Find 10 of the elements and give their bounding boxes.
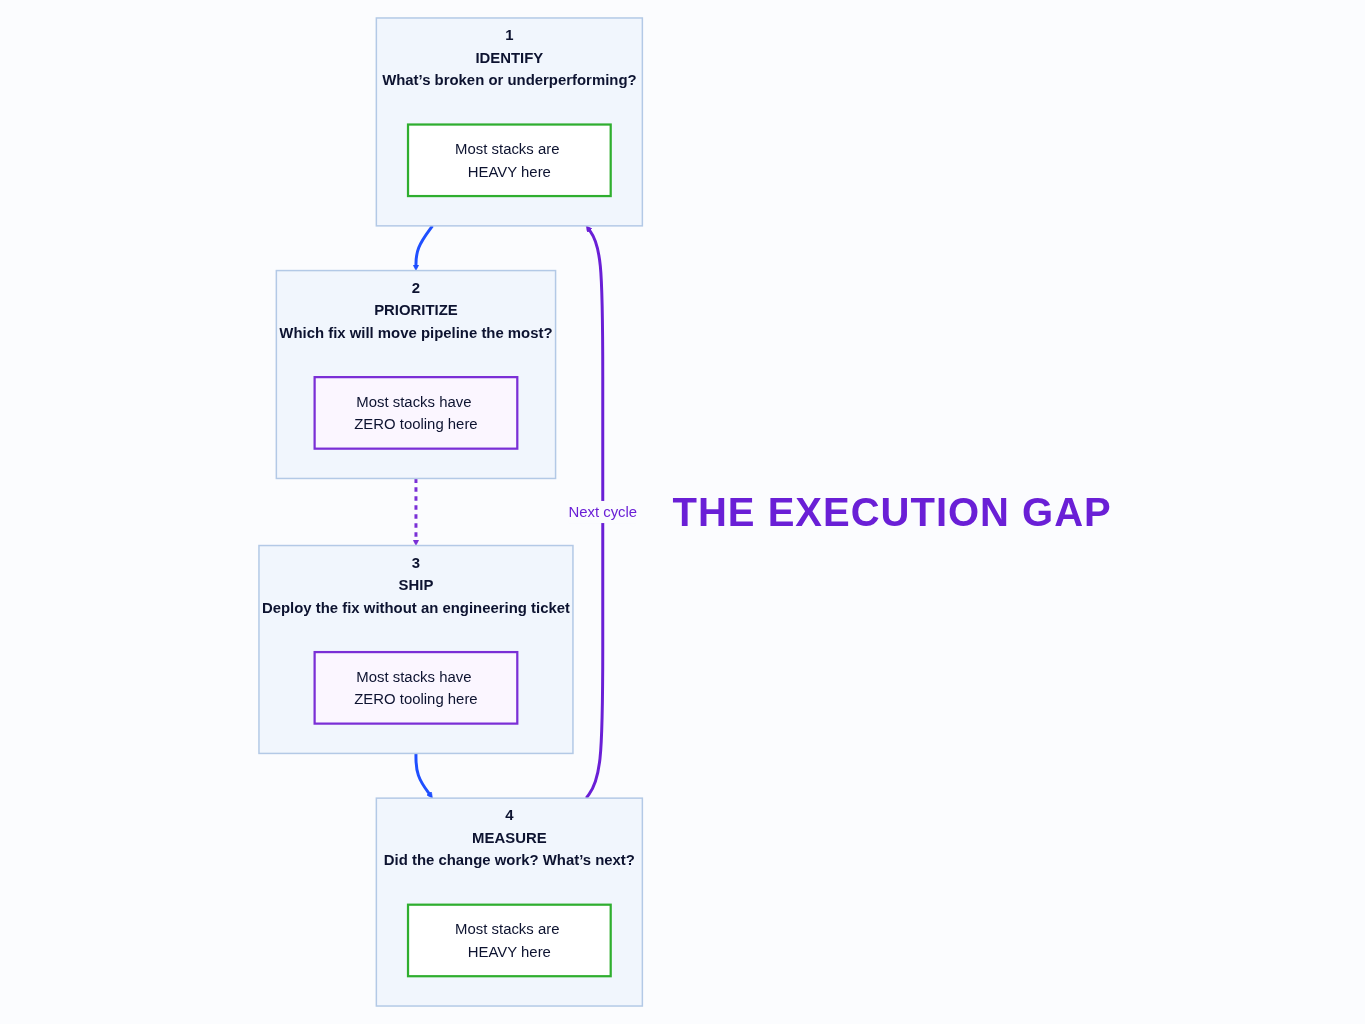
node-box: Most stacks are HEAVY here	[407, 903, 612, 978]
banner-heading: THE EXECUTION GAP	[672, 489, 1112, 535]
arrow	[414, 753, 433, 799]
node-box: Most stacks are HEAVY here	[407, 123, 612, 198]
arrow	[585, 225, 605, 799]
arrow	[412, 478, 420, 546]
arrow	[412, 225, 434, 271]
node-box: Most stacks have ZERO tooling here	[313, 376, 519, 450]
edge-label: Next cycle	[568, 503, 638, 521]
node-box: Most stacks have ZERO tooling here	[313, 650, 519, 725]
